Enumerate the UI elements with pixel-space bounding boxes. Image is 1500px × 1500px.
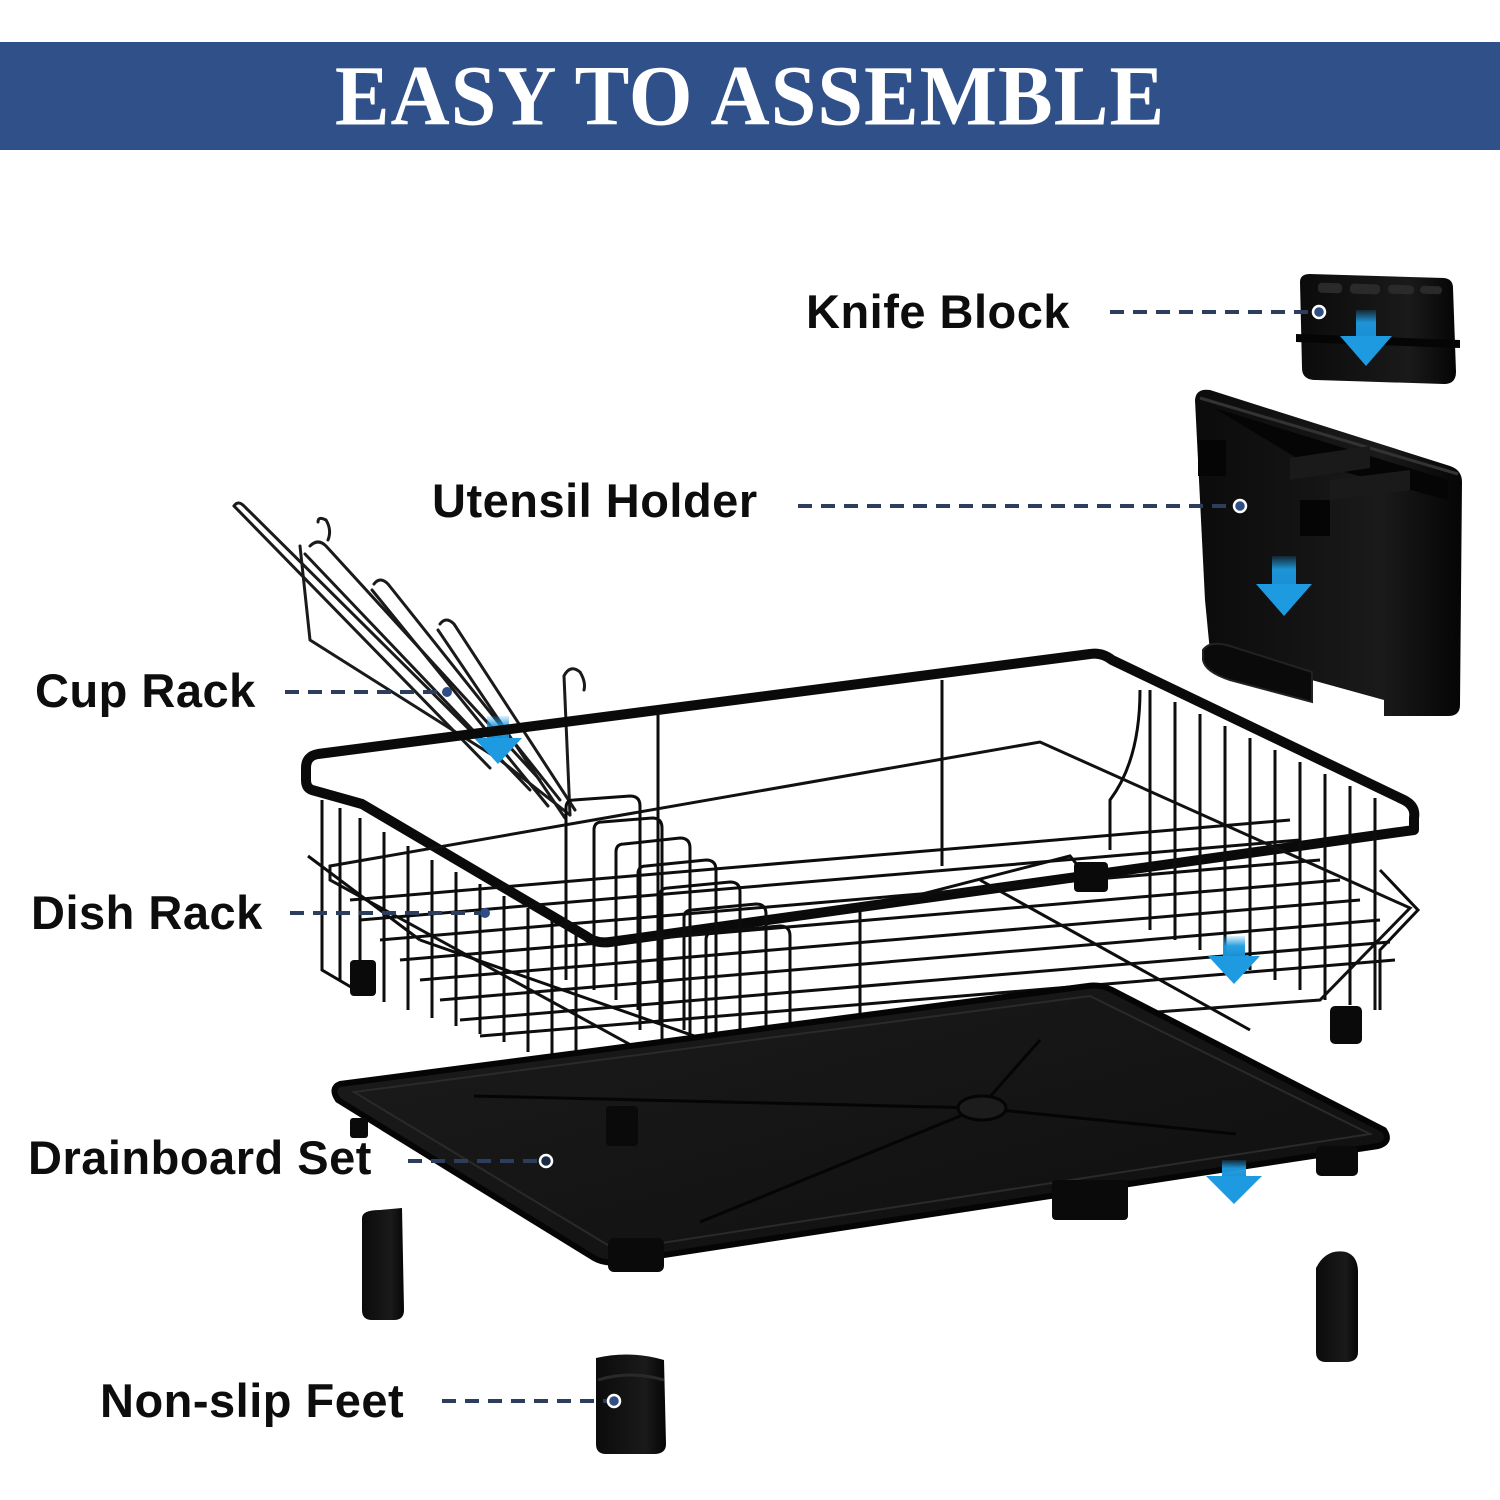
- utensil-holder-part: [1195, 389, 1462, 716]
- dish-rack-part: [301, 648, 1421, 1090]
- knife-block-part: [1296, 274, 1460, 384]
- rack-foot: [350, 960, 376, 996]
- label-utensil-holder: Utensil Holder: [432, 474, 758, 527]
- arrow-down-icon: [1340, 310, 1392, 366]
- page-title: EASY TO ASSEMBLE: [334, 47, 1166, 144]
- leader-lines: [285, 310, 1314, 1403]
- label-knife-block: Knife Block: [806, 285, 1071, 338]
- label-cup-rack: Cup Rack: [35, 664, 256, 717]
- label-dish-rack: Dish Rack: [31, 886, 263, 939]
- circle-dot-icon: [442, 304, 1327, 1409]
- non-slip-feet-part: [362, 1208, 1358, 1454]
- header-banner: EASY TO ASSEMBLE: [0, 42, 1500, 150]
- arrow-down-icon: [1206, 1160, 1262, 1204]
- drainboard-part: [331, 982, 1390, 1272]
- arrow-down-icon: [1208, 936, 1260, 984]
- label-non-slip-feet: Non-slip Feet: [100, 1374, 405, 1427]
- arrow-down-icon: [1256, 556, 1312, 616]
- cup-rack-part: [232, 501, 586, 820]
- label-drainboard-set: Drainboard Set: [28, 1131, 372, 1184]
- rack-foot: [1330, 1006, 1362, 1044]
